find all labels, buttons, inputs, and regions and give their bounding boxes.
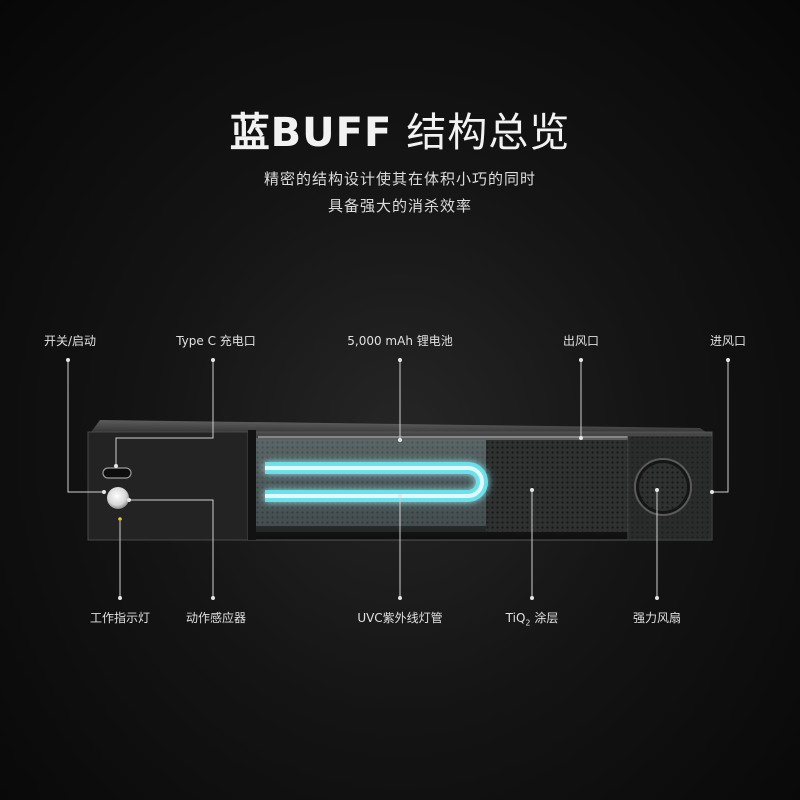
label-outlet: 出风口 [562,334,600,348]
fan-icon [634,458,692,516]
brand-name: 蓝BUFF [229,110,393,156]
label-fan: 强力风扇 [632,611,682,625]
label-inlet: 进风口 [709,334,747,348]
title-text: 结构总览 [406,110,571,156]
label-switch: 开关/启动 [43,334,97,348]
label-tio2-coating: TiQ2 涂层 [505,611,559,628]
type-c-port [102,467,132,479]
label-motion-sensor: 动作感应器 [185,611,247,625]
label-uvc-lamp: UVC紫外线灯管 [357,611,443,625]
subtitle-line-1: 精密的结构设计使其在体积小巧的同时 [263,170,536,188]
label-indicator: 工作指示灯 [89,611,151,625]
leader-dots [66,358,730,600]
label-type-c: Type C 充电口 [176,334,256,348]
indicator-light [118,517,122,521]
label-battery: 5,000 mAh 锂电池 [347,334,453,348]
uvc-lamp [265,462,488,502]
subtitle-line-2: 具备强大的消杀效率 [327,197,472,215]
page-title: 蓝BUFF 结构总览 [0,100,800,158]
motion-sensor [107,487,129,509]
leader-lines [67,360,729,598]
